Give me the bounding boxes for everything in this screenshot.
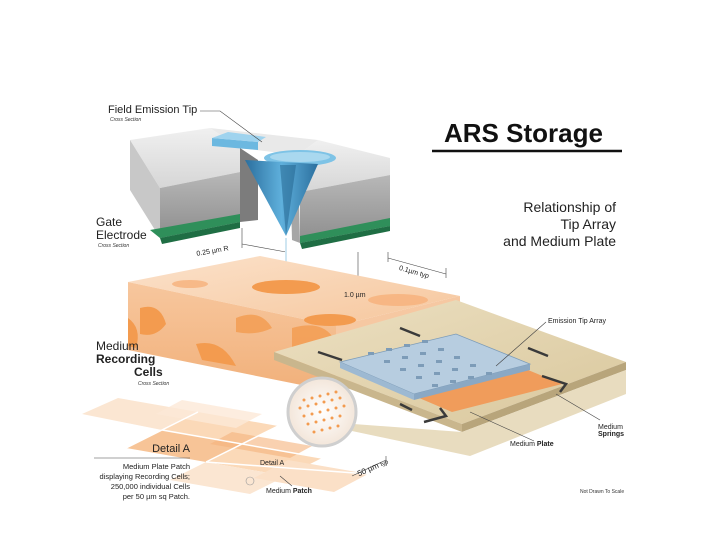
detail-a-heading: Detail A — [152, 443, 190, 455]
field-emission-tip — [212, 132, 336, 236]
gate-label: Gate Electrode — [96, 216, 147, 242]
medium-patch-grid — [82, 398, 369, 494]
detail-line-2: displaying Recording Cells; — [99, 472, 190, 481]
gate-sublabel: Cross Section — [98, 243, 130, 249]
medium-plate-label: Medium Plate — [510, 441, 554, 448]
detail-a-lens — [286, 376, 358, 448]
detail-line-4: per 50 µm sq Patch. — [122, 492, 190, 501]
medium-springs-line-1: Medium — [598, 424, 623, 431]
detail-a-small-label: Detail A — [260, 460, 285, 467]
medium-recording-cells-label: Medium Recording Cells — [96, 340, 163, 379]
gate-label-line-1: Gate — [96, 215, 123, 229]
medium-plate-prefix: Medium — [510, 441, 535, 448]
detail-line-1: Medium Plate Patch — [122, 462, 190, 471]
leader-lines — [94, 321, 601, 487]
gate-electrode — [130, 128, 390, 249]
subtitle-line-2: Tip Array — [560, 216, 617, 232]
medium-patch-bold: Patch — [292, 488, 312, 495]
medium-patch-label: Medium Patch — [266, 488, 312, 495]
emission-tip-array-label: Emission Tip Array — [548, 318, 606, 325]
not-to-scale-note: Not Drawn To Scale — [580, 489, 625, 495]
medium-plate-bold: Plate — [536, 441, 554, 448]
medium-springs-line-2: Springs — [598, 431, 625, 438]
medium-label-line-2: Recording — [96, 352, 156, 366]
page-title: ARS Storage — [444, 118, 603, 148]
gate-label-line-2: Electrode — [96, 228, 147, 242]
medium-label-line-1: Medium — [96, 339, 139, 353]
medium-patch-prefix: Medium — [266, 488, 291, 495]
field-emission-tip-sublabel: Cross Section — [110, 117, 142, 123]
medium-springs-label: Medium Springs — [598, 424, 624, 438]
copyright-icon — [245, 476, 255, 486]
subtitle-line-3: and Medium Plate — [503, 233, 616, 249]
gap-large-label: 1.0 µm — [344, 292, 366, 299]
medium-plate-assembly — [274, 300, 626, 456]
patch-dimension — [351, 456, 387, 477]
subtitle: Relationship of Tip Array and Medium Pla… — [470, 199, 616, 250]
subtitle-line-1: Relationship of — [523, 199, 616, 215]
medium-sublabel: Cross Section — [138, 381, 170, 387]
field-emission-tip-label: Field Emission Tip — [108, 104, 198, 116]
detail-line-3: 250,000 individual Cells — [110, 482, 190, 491]
medium-label-line-3: Cells — [134, 365, 163, 379]
detail-a-description: Medium Plate Patch displaying Recording … — [88, 462, 190, 502]
